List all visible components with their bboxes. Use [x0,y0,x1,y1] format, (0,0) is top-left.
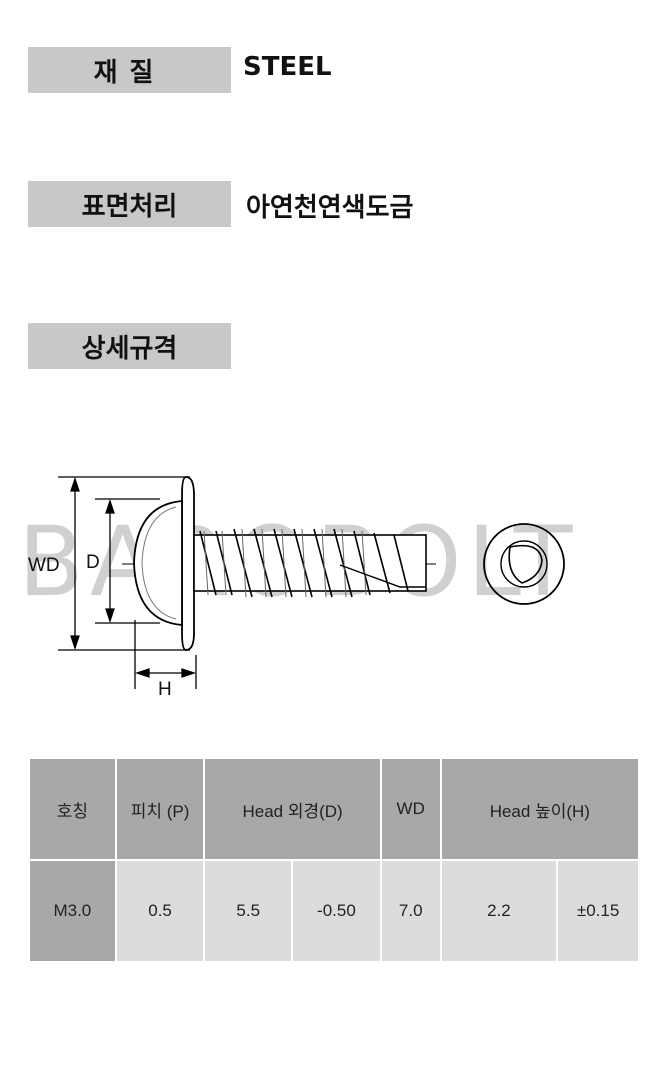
cell-nominal: M3.0 [28,859,117,963]
header-nominal: 호칭 [28,757,117,861]
detail-spec-title: 상세규격 [28,323,231,369]
surface-treatment-value: 아연천연색도금 [246,193,414,223]
header-head-height: Head 높이(H) [439,757,641,861]
surface-treatment-label: 표면처리 [28,181,231,227]
cell-pitch: 0.5 [114,859,206,963]
screw-technical-drawing: BAROBOLT WD D H [18,476,572,700]
cell-head-diameter-tolerance: -0.50 [291,859,382,963]
header-head-diameter: Head 외경(D) [203,757,382,861]
screw-head [133,476,195,651]
cell-wd: 7.0 [379,859,442,963]
screw-shank [193,528,427,598]
material-value: STEEL [243,52,332,82]
table-row: M3.0 0.5 5.5 -0.50 7.0 2.2 ±0.15 [28,859,640,963]
wd-dimension-label: WD [28,555,60,576]
h-dimension-label: H [158,679,172,700]
header-wd: WD [379,757,442,861]
material-label: 재질 [28,47,231,93]
cell-head-diameter: 5.5 [203,859,294,963]
specification-table: 호칭 피치 (P) Head 외경(D) WD Head 높이(H) M3.0 … [28,757,641,963]
cell-head-height-tolerance: ±0.15 [556,859,640,963]
header-pitch: 피치 (P) [114,757,206,861]
table-header-row: 호칭 피치 (P) Head 외경(D) WD Head 높이(H) [28,757,641,861]
screw-end-view [483,523,565,605]
d-dimension-label: D [86,552,100,573]
cell-head-height: 2.2 [439,859,559,963]
